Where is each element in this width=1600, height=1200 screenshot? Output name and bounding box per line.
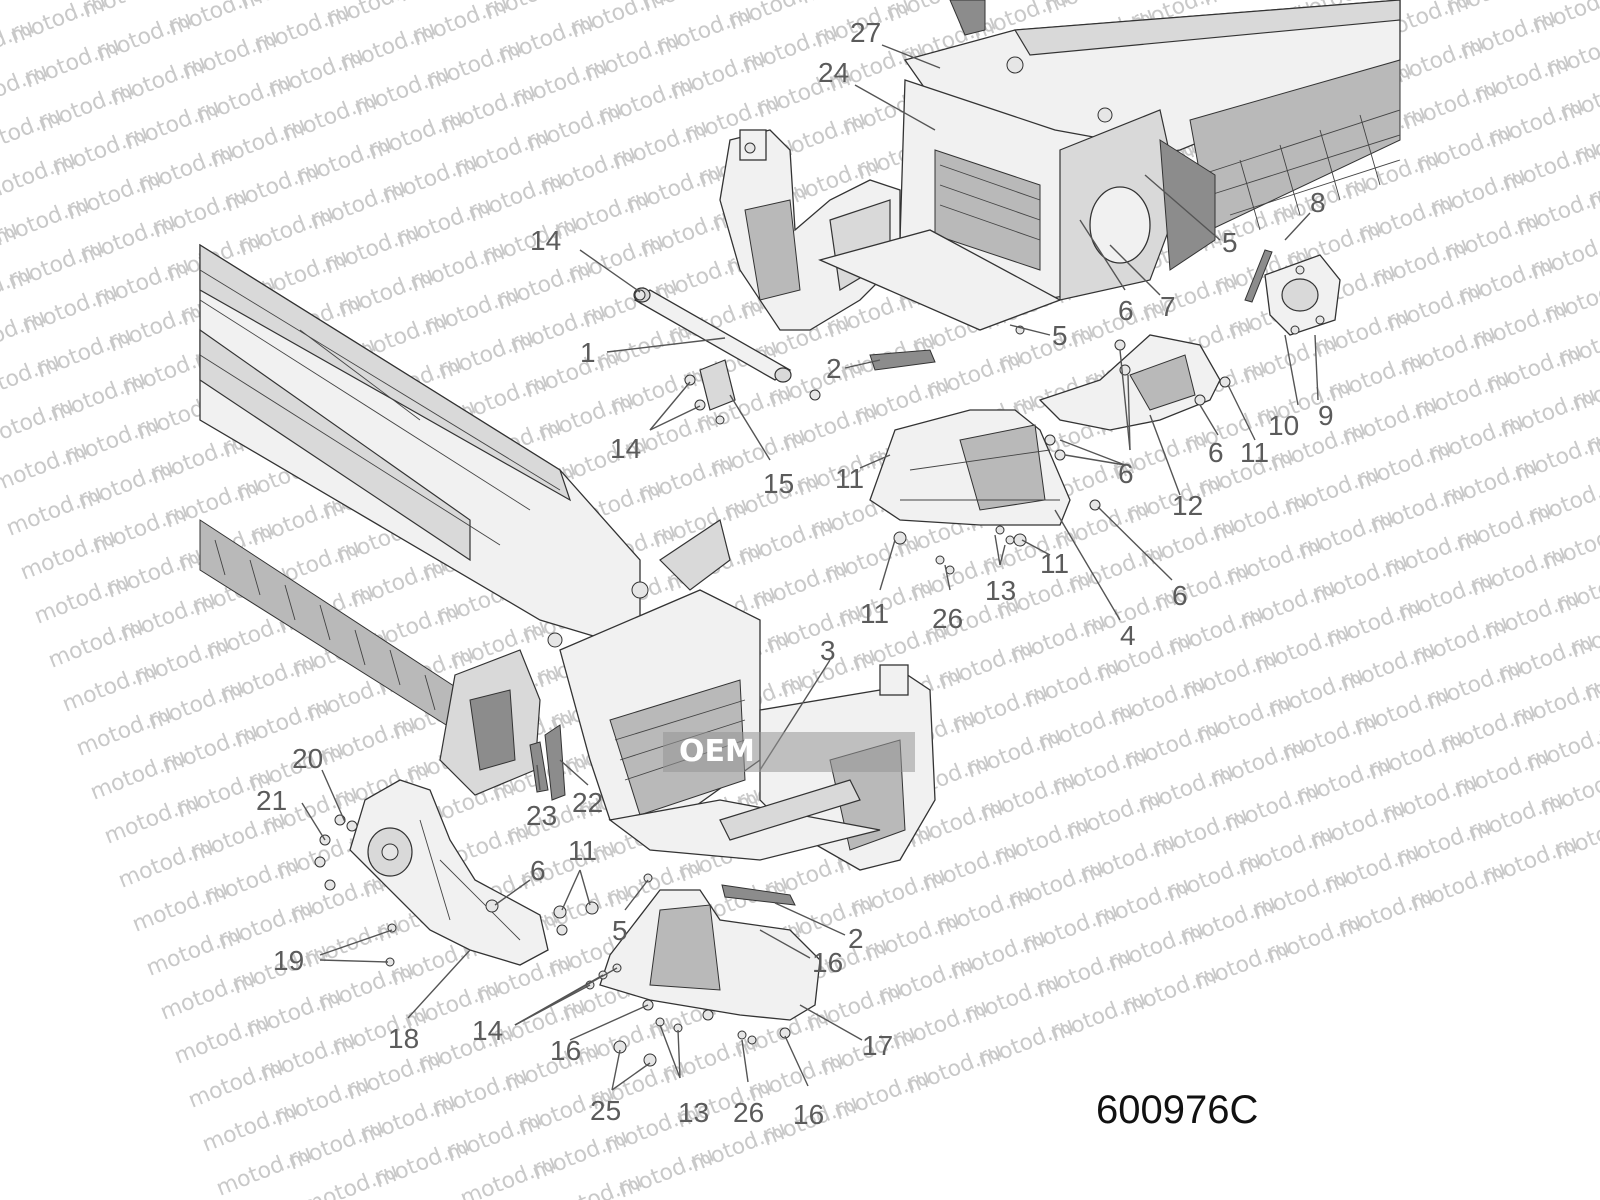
callout-6: 6 xyxy=(1118,458,1134,489)
callout-18: 18 xyxy=(388,1023,419,1054)
diagram-code: 600976C xyxy=(1096,1088,1259,1132)
callout-13: 13 xyxy=(985,575,1016,606)
oem-stamp-watermark: OEM xyxy=(663,732,915,772)
callout-2: 2 xyxy=(848,923,864,954)
callout-14: 14 xyxy=(472,1015,503,1046)
callout-26: 26 xyxy=(932,603,963,634)
callout-11: 11 xyxy=(1040,548,1069,579)
callout-6: 6 xyxy=(530,855,546,886)
callout-11: 11 xyxy=(1240,437,1269,468)
callout-19: 19 xyxy=(273,945,304,976)
callout-23: 23 xyxy=(526,800,557,831)
callout-26: 26 xyxy=(733,1097,764,1128)
callout-4: 4 xyxy=(1120,620,1136,651)
callout-16: 16 xyxy=(550,1035,581,1066)
callout-1: 1 xyxy=(580,337,596,368)
callout-7: 7 xyxy=(1160,291,1176,322)
leader-lines xyxy=(301,44,1319,1091)
callout-13: 13 xyxy=(678,1097,709,1128)
callout-21: 21 xyxy=(256,785,287,816)
callout-labels: 27 24 14 1 2 5 5 6 7 8 9 10 11 6 12 6 14… xyxy=(256,17,1334,1130)
callout-14: 14 xyxy=(610,433,641,464)
callout-27: 27 xyxy=(850,17,881,48)
callout-5: 5 xyxy=(1222,227,1238,258)
upper-tunnel-assembly xyxy=(719,0,1401,331)
callout-25: 25 xyxy=(590,1095,621,1126)
callout-11: 11 xyxy=(860,598,889,629)
callout-3: 3 xyxy=(820,635,836,666)
watermark-text: motod.ru xyxy=(1529,0,1600,40)
callout-11: 11 xyxy=(835,463,864,494)
callout-10: 10 xyxy=(1268,410,1299,441)
callout-6: 6 xyxy=(1208,437,1224,468)
callout-20: 20 xyxy=(292,743,323,774)
callout-2: 2 xyxy=(826,353,842,384)
callout-6: 6 xyxy=(1172,580,1188,611)
callout-16: 16 xyxy=(793,1099,824,1130)
fasteners xyxy=(314,265,1325,1067)
callout-9: 9 xyxy=(1318,400,1334,431)
callout-15: 15 xyxy=(763,468,794,499)
callout-5: 5 xyxy=(612,915,628,946)
callout-24: 24 xyxy=(818,57,849,88)
callout-22: 22 xyxy=(572,787,603,818)
callout-6: 6 xyxy=(1118,295,1134,326)
callout-14: 14 xyxy=(530,225,561,256)
callout-12: 12 xyxy=(1172,490,1203,521)
callout-8: 8 xyxy=(1310,187,1326,218)
exploded-parts xyxy=(349,249,1341,1021)
callout-16: 16 xyxy=(812,947,843,978)
callout-5: 5 xyxy=(1052,320,1068,351)
callout-17: 17 xyxy=(862,1030,893,1061)
callout-11: 11 xyxy=(568,835,597,866)
